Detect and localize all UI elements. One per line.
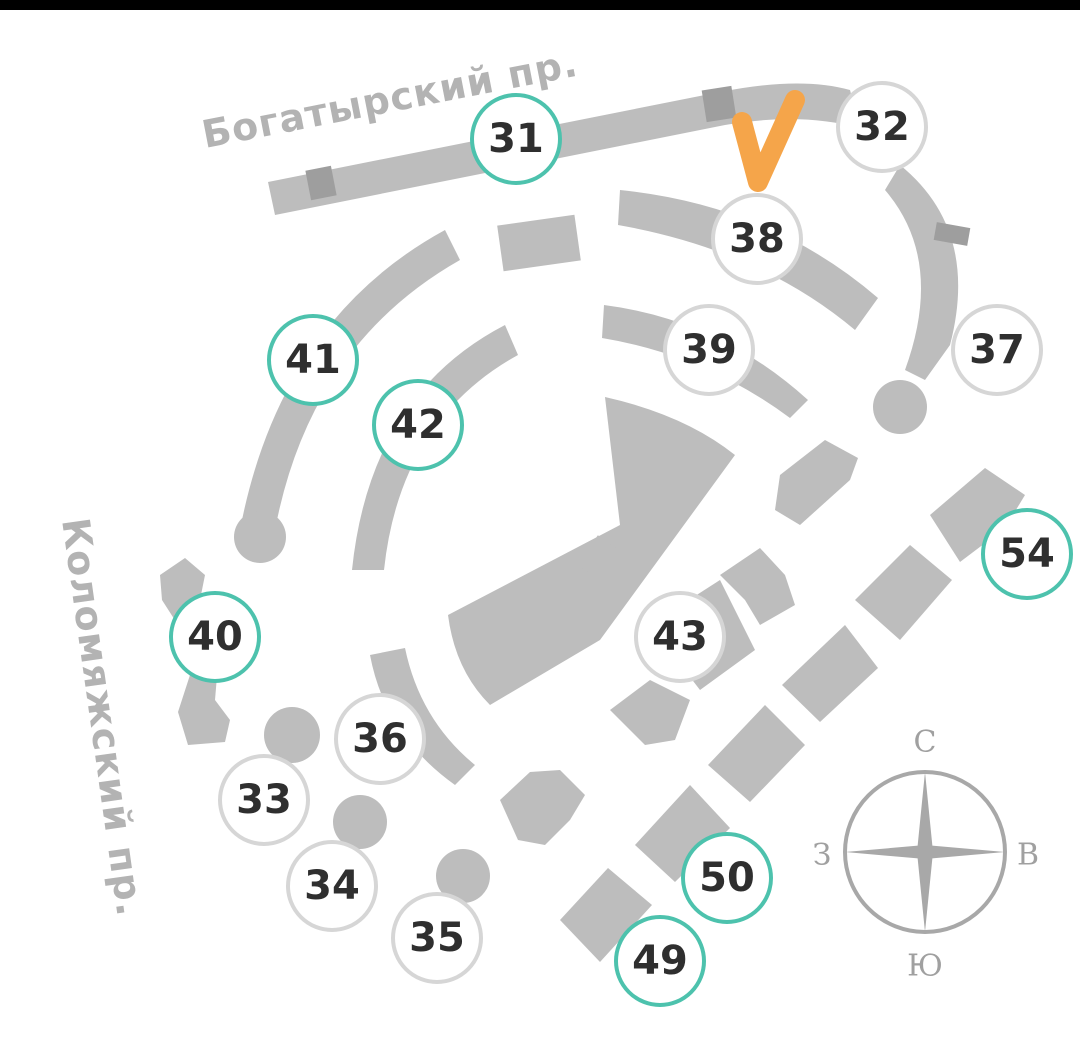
building-chain-southeast xyxy=(560,468,1025,962)
building-arc-42 xyxy=(352,325,518,570)
svg-text:41: 41 xyxy=(285,337,341,383)
building-badge-37[interactable]: 37 xyxy=(951,304,1043,396)
svg-text:54: 54 xyxy=(999,531,1055,577)
building-arc-41 xyxy=(240,230,460,530)
svg-text:42: 42 xyxy=(390,402,446,448)
svg-text:31: 31 xyxy=(488,116,544,162)
tower-33 xyxy=(264,707,320,763)
building-badge-31[interactable]: 31 xyxy=(470,93,562,185)
building-badge-49[interactable]: 49 xyxy=(614,915,706,1007)
building-badge-50[interactable]: 50 xyxy=(681,832,773,924)
tower-35 xyxy=(436,849,490,903)
building-badge-34[interactable]: 34 xyxy=(286,840,378,932)
building-badge-33[interactable]: 33 xyxy=(218,754,310,846)
svg-text:39: 39 xyxy=(681,327,737,373)
building-badge-38[interactable]: 38 xyxy=(711,193,803,285)
building-block-north xyxy=(268,83,971,434)
checkmark-icon xyxy=(732,90,805,192)
svg-text:38: 38 xyxy=(729,216,785,262)
svg-text:33: 33 xyxy=(236,777,292,823)
compass-south-label: Ю xyxy=(907,949,943,984)
building-badge-32[interactable]: 32 xyxy=(836,81,928,173)
building-36 xyxy=(370,648,475,785)
svg-text:40: 40 xyxy=(187,614,243,660)
street-label-kolomyazhsky: Коломяжский пр. xyxy=(53,515,153,919)
building-badge-40[interactable]: 40 xyxy=(169,591,261,683)
svg-text:50: 50 xyxy=(699,855,755,901)
compass-rose: С Ю З В xyxy=(813,725,1039,984)
svg-text:49: 49 xyxy=(632,938,688,984)
building-badge-39[interactable]: 39 xyxy=(663,304,755,396)
compass-north-label: С xyxy=(914,725,937,760)
building-badge-42[interactable]: 42 xyxy=(372,379,464,471)
svg-text:37: 37 xyxy=(969,327,1025,373)
tower-34 xyxy=(333,795,387,849)
building-block-south-center xyxy=(500,770,585,845)
compass-east-label: В xyxy=(1017,838,1039,873)
svg-text:34: 34 xyxy=(304,863,360,909)
building-badge-54[interactable]: 54 xyxy=(981,508,1073,600)
building-badge-36[interactable]: 36 xyxy=(334,693,426,785)
building-badge-35[interactable]: 35 xyxy=(391,892,483,984)
svg-text:32: 32 xyxy=(854,104,910,150)
svg-text:35: 35 xyxy=(409,915,465,961)
svg-text:36: 36 xyxy=(352,716,408,762)
compass-west-label: З xyxy=(813,838,832,873)
building-badge-41[interactable]: 41 xyxy=(267,314,359,406)
building-small-center-north xyxy=(497,214,581,272)
svg-text:43: 43 xyxy=(652,614,708,660)
top-status-bar xyxy=(0,0,1080,10)
building-badge-43[interactable]: 43 xyxy=(634,591,726,683)
